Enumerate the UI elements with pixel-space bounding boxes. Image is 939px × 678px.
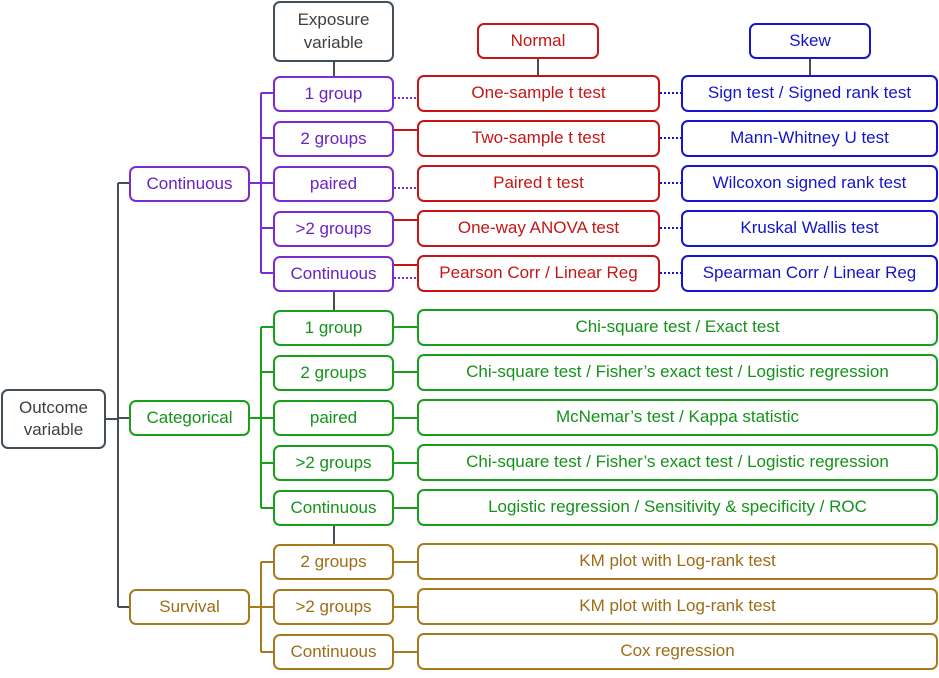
exposure-group: 2 groups: [273, 121, 394, 157]
exposure-group: paired: [273, 400, 394, 436]
categorical-test: Logistic regression / Sensitivity & spec…: [417, 489, 938, 526]
outcome-continuous: Continuous: [129, 166, 250, 202]
survival-test: KM plot with Log-rank test: [417, 588, 938, 625]
outcome-variable-box: Outcome variable: [1, 389, 106, 449]
normal-test: One-sample t test: [417, 75, 660, 112]
exposure-variable-box: Exposure variable: [273, 1, 394, 62]
exposure-group: >2 groups: [273, 589, 394, 625]
categorical-test: Chi-square test / Fisher’s exact test / …: [417, 354, 938, 391]
normal-test: One-way ANOVA test: [417, 210, 660, 247]
categorical-test: McNemar’s test / Kappa statistic: [417, 399, 938, 436]
exposure-group: >2 groups: [273, 211, 394, 247]
skew-test: Spearman Corr / Linear Reg: [681, 255, 938, 292]
normal-test: Two-sample t test: [417, 120, 660, 157]
survival-test: KM plot with Log-rank test: [417, 543, 938, 580]
exposure-group: >2 groups: [273, 445, 394, 481]
exposure-group: Continuous: [273, 634, 394, 670]
skew-test: Mann-Whitney U test: [681, 120, 938, 157]
skew-test: Sign test / Signed rank test: [681, 75, 938, 112]
skew-test: Wilcoxon signed rank test: [681, 165, 938, 202]
exposure-group: paired: [273, 166, 394, 202]
normal-header: Normal: [477, 23, 599, 59]
outcome-categorical: Categorical: [129, 400, 250, 436]
exposure-group: 2 groups: [273, 355, 394, 391]
normal-test: Pearson Corr / Linear Reg: [417, 255, 660, 292]
exposure-group: Continuous: [273, 256, 394, 292]
categorical-test: Chi-square test / Exact test: [417, 309, 938, 346]
outcome-survival: Survival: [129, 589, 250, 625]
skew-test: Kruskal Wallis test: [681, 210, 938, 247]
skew-header: Skew: [749, 23, 871, 59]
exposure-group: 1 group: [273, 310, 394, 346]
exposure-group: 2 groups: [273, 544, 394, 580]
survival-test: Cox regression: [417, 633, 938, 670]
normal-test: Paired t test: [417, 165, 660, 202]
categorical-test: Chi-square test / Fisher’s exact test / …: [417, 444, 938, 481]
exposure-group: 1 group: [273, 76, 394, 112]
exposure-group: Continuous: [273, 490, 394, 526]
